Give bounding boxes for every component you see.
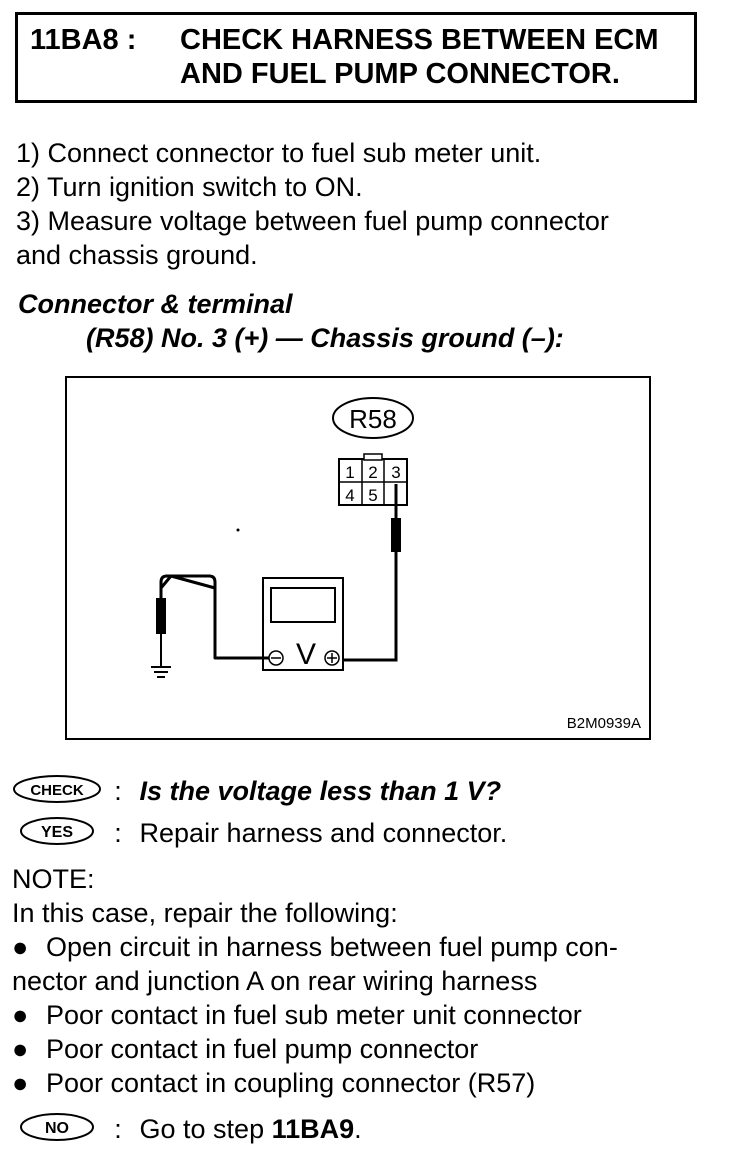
negative-probe — [156, 574, 269, 666]
check-row: CHECK : Is the voltage less than 1 V? — [12, 774, 501, 812]
voltmeter-symbol: V — [296, 638, 316, 671]
wiring-diagram-svg: R58 1 2 3 4 5 V — [65, 376, 651, 740]
no-row: NO : Go to step 11BA9. — [12, 1112, 362, 1150]
connector-label-oval — [332, 397, 414, 439]
procedure-step-2: 2) Turn ignition switch to ON. — [16, 172, 363, 202]
step-header: 11BA8 : CHECK HARNESS BETWEEN ECM AND FU… — [15, 12, 697, 103]
bullet-icon: ● — [12, 932, 29, 962]
connector-heading-label: Connector & terminal — [18, 289, 293, 319]
no-badge-label: NO — [45, 1120, 69, 1137]
next-step-link[interactable]: 11BA9 — [271, 1114, 355, 1145]
procedure-step-1: 1) Connect connector to fuel sub meter u… — [16, 138, 542, 168]
no-text-prefix: Go to step — [139, 1114, 272, 1145]
step-title-line1: CHECK HARNESS BETWEEN ECM — [180, 24, 659, 56]
connector-label-text: R58 — [349, 404, 397, 434]
step-title-line2: AND FUEL PUMP CONNECTOR. — [180, 58, 620, 90]
ground-icon — [151, 666, 171, 678]
yes-text: Repair harness and connector. — [139, 818, 508, 849]
no-text-suffix: . — [354, 1114, 362, 1145]
pin-label-2: 2 — [368, 463, 377, 482]
check-badge: CHECK — [12, 774, 104, 812]
yes-badge-icon: YES — [20, 817, 94, 845]
connector-terminal-spec: (R58) No. 3 (+) — Chassis ground (–): — [86, 323, 564, 353]
note-item-2: ● Poor contact in fuel sub meter unit con… — [12, 998, 722, 1032]
note-item-1-continued: nector and junction A on rear wiring har… — [12, 966, 538, 996]
note-item-4-text: Poor contact in coupling connector (R57) — [46, 1068, 536, 1098]
yes-badge-label: YES — [41, 824, 73, 841]
positive-probe — [330, 484, 401, 662]
note-item-2-text: Poor contact in fuel sub meter unit conn… — [46, 1000, 582, 1030]
note-item-4: ● Poor contact in coupling connector (R57… — [12, 1066, 722, 1100]
bullet-icon: ● — [12, 1068, 29, 1098]
note-label: NOTE: — [12, 864, 95, 894]
no-colon: : — [114, 1114, 122, 1145]
check-colon: : — [114, 776, 122, 807]
pin-label-5: 5 — [368, 486, 377, 505]
note-intro: In this case, repair the following: — [12, 898, 398, 928]
yes-row: YES : Repair harness and connector. — [12, 816, 507, 854]
connector-terminal-heading: Connector & terminal (R58) No. 3 (+) — C… — [18, 287, 564, 355]
note-block: NOTE: In this case, repair the following… — [12, 862, 722, 1100]
step-code: 11BA8 : — [30, 24, 137, 56]
wiring-diagram: R58 1 2 3 4 5 V — [65, 376, 651, 740]
bullet-icon: ● — [12, 1034, 29, 1064]
procedure-step-3: 3) Measure voltage between fuel pump con… — [16, 206, 609, 236]
note-item-3-text: Poor contact in fuel pump connector — [46, 1034, 479, 1064]
note-item-1: ● Open circuit in harness between fuel pu… — [12, 930, 722, 964]
step-title: CHECK HARNESS BETWEEN ECM AND FUEL PUMP … — [180, 23, 659, 91]
no-badge-icon: NO — [20, 1113, 94, 1141]
procedure-steps: 1) Connect connector to fuel sub meter u… — [16, 136, 716, 272]
yes-colon: : — [114, 818, 122, 849]
pin-label-1: 1 — [345, 463, 354, 482]
figure-id: B2M0939A — [567, 715, 641, 732]
note-item-3: ● Poor contact in fuel pump connector — [12, 1032, 722, 1066]
voltmeter: V — [262, 577, 344, 671]
check-badge-icon: CHECK — [13, 775, 101, 803]
check-question: Is the voltage less than 1 V? — [139, 776, 502, 807]
pin-label-3: 3 — [391, 463, 400, 482]
procedure-step-3-continued: and chassis ground. — [16, 240, 258, 270]
bullet-icon: ● — [12, 1000, 29, 1030]
note-item-1-text: Open circuit in harness between fuel pum… — [46, 932, 618, 962]
voltmeter-display — [270, 587, 336, 623]
yes-badge: YES — [12, 816, 104, 854]
no-badge: NO — [12, 1112, 104, 1150]
check-badge-label: CHECK — [30, 782, 84, 799]
pin-label-4: 4 — [345, 486, 354, 505]
